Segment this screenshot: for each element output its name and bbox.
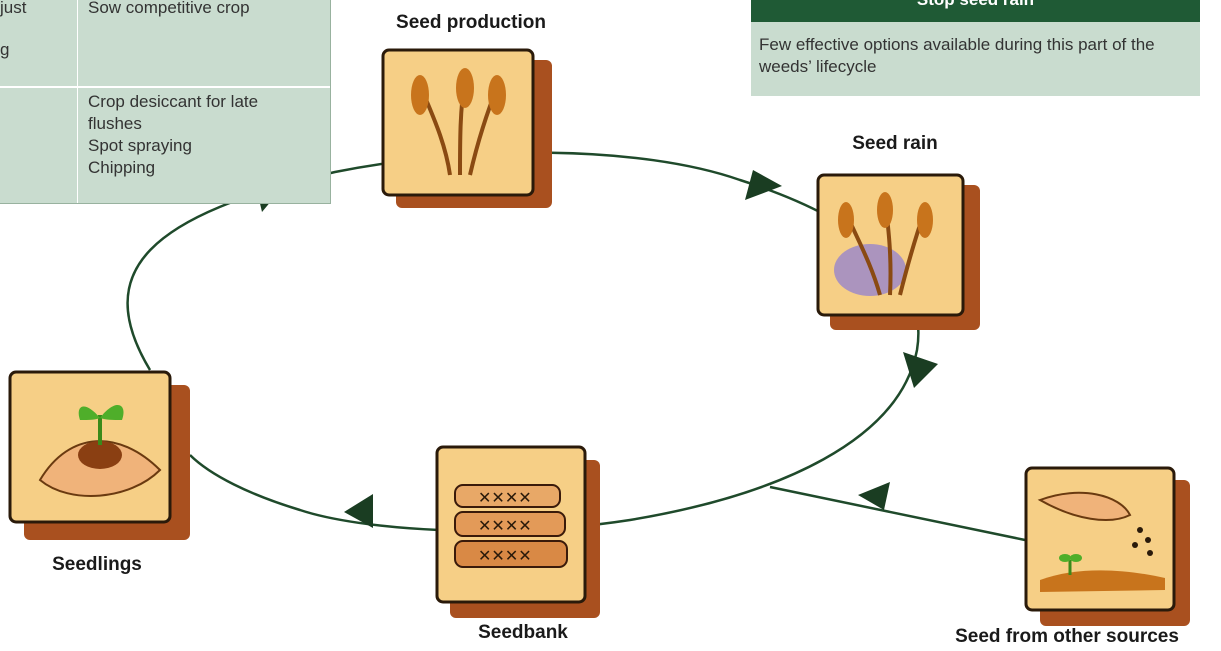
seedlings-icon: [8, 370, 190, 540]
seedlings-label: Seedlings: [52, 554, 142, 575]
table-cell-text: flushes: [88, 114, 142, 133]
svg-text:✕✕✕✕: ✕✕✕✕: [478, 546, 532, 565]
table-row-divider: [0, 86, 330, 88]
svg-text:✕✕✕✕: ✕✕✕✕: [478, 516, 532, 535]
table-column-divider: [77, 0, 78, 203]
table-cell-text: g: [0, 40, 10, 59]
stop-seed-rain-title: Stop seed rain: [917, 0, 1034, 9]
table-cell-text: just: [0, 0, 27, 17]
seed-rain-icon: [816, 173, 980, 330]
table-cell-text: Chipping: [88, 158, 156, 177]
table-cell-text: Sow competitive crop: [88, 0, 250, 17]
seed-production-label: Seed production: [396, 12, 546, 33]
stop-seed-rain-text: Few effective options available during t…: [759, 35, 1155, 76]
table-cell-text: [0, 19, 74, 39]
other-sources-line: [769, 485, 1026, 542]
arrow-to-seed-rain: [745, 170, 782, 200]
svg-text:✕✕✕✕: ✕✕✕✕: [478, 488, 532, 507]
table-row1-right-cell: Sow competitive crop: [88, 0, 328, 19]
stop-seed-rain-header: Stop seed rain: [751, 0, 1200, 22]
table-cell-text: Spot spraying: [88, 136, 192, 155]
arrow-to-seedbank: [903, 352, 938, 388]
arrow-other-sources: [858, 482, 890, 510]
table-cell-text: Crop desiccant for late: [88, 92, 259, 111]
stop-seed-rain-box: Stop seed rain Few effective options ava…: [751, 0, 1200, 96]
seed-other-sources-label: Seed from other sources: [955, 626, 1179, 647]
table-row1-left-cell: just g: [0, 0, 74, 61]
seedbank-icon: ✕✕✕✕ ✕✕✕✕ ✕✕✕✕: [435, 445, 600, 618]
control-options-table: just g Sow competitive crop Crop desicca…: [0, 0, 331, 204]
arrow-to-seedlings: [344, 494, 373, 528]
seed-other-sources-icon: [1024, 466, 1190, 626]
seed-production-icon: [381, 48, 552, 208]
table-row2-right-cell: Crop desiccant for late flushes Spot spr…: [88, 91, 328, 179]
seedbank-label: Seedbank: [478, 622, 568, 643]
seed-rain-label: Seed rain: [852, 133, 938, 154]
